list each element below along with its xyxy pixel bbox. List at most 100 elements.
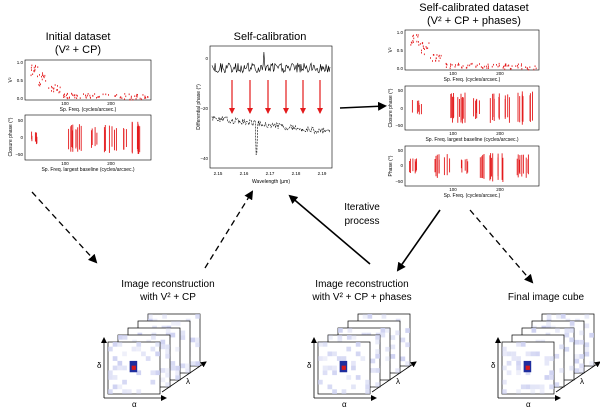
- image-pixel: [574, 368, 580, 373]
- self-calibration-data: [211, 51, 331, 156]
- image-pixel: [546, 314, 552, 319]
- data-point: [30, 66, 32, 69]
- image-pixel: [117, 365, 123, 371]
- data-point: [85, 96, 87, 98]
- cube-slice: [501, 341, 555, 395]
- image-pixel: [347, 328, 353, 333]
- data-point: [424, 48, 425, 50]
- data-point: [465, 67, 467, 69]
- image-pixel: [367, 314, 373, 319]
- data-point: [136, 93, 138, 96]
- data-point: [418, 41, 419, 43]
- slice-frame: [317, 341, 371, 395]
- data-point: [41, 78, 43, 81]
- data-point: [436, 54, 438, 56]
- image-pixel: [150, 370, 156, 376]
- selfcal-v2-plot: 1.0 0.5 0.0 100 200 Sp. Freq. (cycles/ar…: [388, 29, 540, 83]
- data-point: [34, 69, 36, 72]
- selfcal-phase-xlabel: Sp. Freq. (cycles/arcsec.): [444, 193, 501, 199]
- image-pixel: [112, 365, 118, 371]
- initial-cp-plot: 50 0 −50 100 200 Sp. Freq. largest basel…: [8, 114, 152, 173]
- data-point: [533, 68, 535, 71]
- data-point: [45, 80, 47, 82]
- data-point: [440, 54, 442, 57]
- image-pixel: [175, 346, 180, 352]
- data-point: [435, 59, 437, 62]
- image-pixel: [160, 368, 166, 373]
- image-pixel: [165, 382, 170, 387]
- data-point: [506, 65, 508, 67]
- selfcal-cp-xtick: 200: [496, 131, 504, 136]
- data-point: [63, 96, 65, 98]
- image-pixel: [516, 365, 521, 371]
- image-pixel: [360, 356, 366, 361]
- initial-v2-ytick: 0.0: [17, 96, 24, 101]
- selfcal-v2-xtick: 100: [449, 71, 457, 76]
- image-pixel: [564, 346, 570, 352]
- image-pixel: [165, 328, 171, 333]
- star-peak: [525, 365, 530, 370]
- image-pixel: [516, 356, 521, 361]
- data-point: [450, 65, 451, 67]
- image-pixel: [506, 360, 512, 366]
- data-point: [508, 64, 510, 67]
- data-point: [108, 94, 109, 96]
- data-point: [59, 90, 61, 93]
- data-point: [485, 65, 487, 68]
- image-pixel: [375, 368, 380, 373]
- image-pixel: [370, 358, 376, 364]
- image-pixel: [190, 361, 196, 366]
- image-pixel: [332, 365, 337, 371]
- data-point: [42, 74, 44, 76]
- arrow-selfcal-to-dataset: [339, 101, 387, 111]
- data-point: [132, 98, 134, 101]
- data-point: [487, 65, 489, 68]
- arrow-initial-to-recon1: [31, 191, 98, 264]
- image-pixel: [375, 353, 380, 359]
- image-pixel: [589, 332, 594, 338]
- data-point: [130, 95, 132, 98]
- image-pixel: [375, 349, 380, 354]
- data-point: [457, 64, 459, 66]
- initial-cp-frame: [24, 114, 152, 161]
- recon1-label-line2: with V² + CP: [139, 292, 196, 303]
- data-point: [57, 89, 58, 91]
- data-point: [53, 87, 55, 90]
- image-pixel: [579, 354, 584, 359]
- selfcal-phase-ytick: 50: [398, 148, 404, 153]
- image-pixel: [574, 339, 580, 345]
- image-pixel: [346, 375, 352, 380]
- data-point: [526, 68, 528, 70]
- image-pixel: [136, 342, 142, 347]
- image-pixel: [351, 365, 356, 371]
- image-pixel: [584, 347, 590, 352]
- image-pixel: [332, 370, 337, 376]
- initial-cp-xlabel: Sp. Freq. largest baseline (cycles/arcse…: [41, 167, 134, 173]
- data-point: [120, 96, 122, 98]
- image-pixel: [584, 323, 590, 329]
- image-pixel: [155, 342, 160, 347]
- image-pixel: [539, 384, 545, 390]
- image-pixel: [170, 361, 176, 366]
- data-point: [98, 95, 100, 98]
- data-point: [129, 98, 131, 101]
- image-pixel: [185, 368, 190, 373]
- image-pixel: [165, 372, 170, 378]
- selfcal-phase-xtick: 100: [449, 187, 457, 192]
- data-point: [511, 65, 513, 67]
- data-point: [121, 97, 123, 99]
- data-point: [130, 97, 132, 99]
- data-point: [510, 68, 512, 70]
- data-point: [491, 65, 493, 68]
- data-point: [535, 67, 537, 70]
- image-pixel: [337, 335, 343, 340]
- data-point: [505, 63, 507, 65]
- image-pixel: [569, 365, 574, 371]
- image-pixel: [549, 356, 554, 361]
- data-point: [418, 44, 420, 46]
- data-point: [144, 95, 146, 98]
- data-point: [528, 68, 530, 71]
- data-point: [125, 95, 127, 98]
- data-point: [449, 67, 451, 69]
- data-point: [504, 63, 506, 66]
